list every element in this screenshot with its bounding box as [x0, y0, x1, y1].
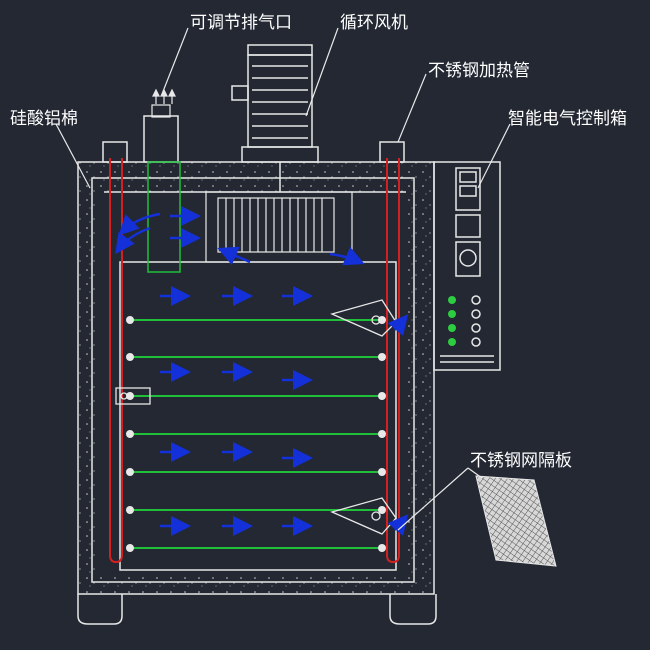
label-insulation: 硅酸铝棉 — [10, 109, 78, 129]
fan-motor — [231, 44, 319, 192]
feet — [77, 594, 437, 625]
label-mesh-shelf: 不锈钢网隔板 — [470, 451, 572, 471]
airflow-arrows — [115, 206, 409, 536]
control-indicators — [448, 296, 456, 346]
label-heating-tube: 不锈钢加热管 — [428, 61, 530, 81]
shelf-holders — [126, 316, 386, 552]
label-circulation-fan: 循环风机 — [340, 13, 408, 33]
door-hinges — [115, 299, 397, 535]
leader-lines — [55, 27, 511, 531]
heating-tube-right — [386, 158, 400, 564]
fan-impeller — [205, 191, 353, 263]
label-exhaust-vent: 可调节排气口 — [190, 13, 292, 33]
label-control-box: 智能电气控制箱 — [508, 109, 627, 129]
heating-tube-left — [109, 158, 123, 564]
control-box — [433, 161, 501, 371]
mesh-shelf-sample — [475, 475, 557, 567]
heater-mounts — [102, 141, 405, 163]
cabinet — [77, 161, 435, 595]
shelves — [132, 319, 380, 549]
